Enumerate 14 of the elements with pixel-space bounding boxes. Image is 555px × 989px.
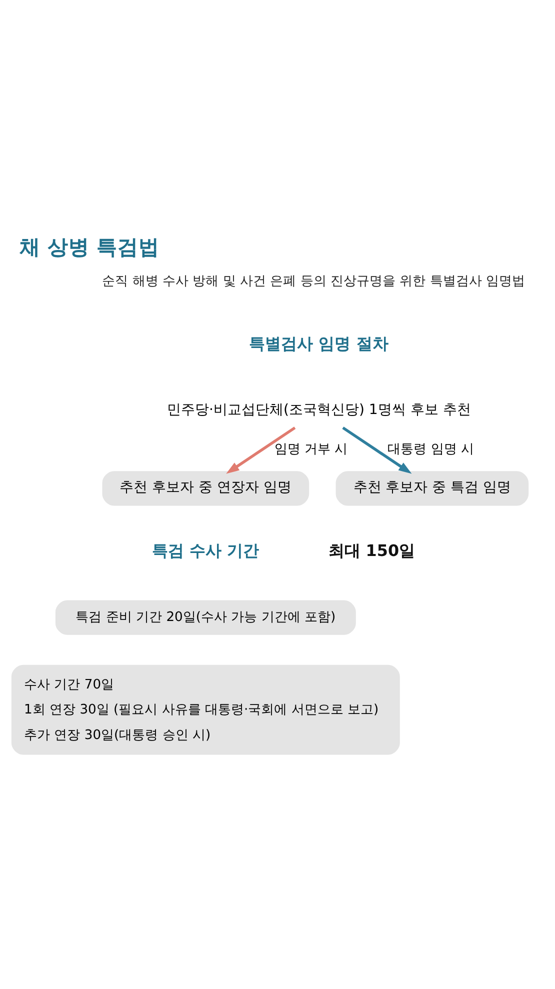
node-box: 수사 기간 70일 1회 연장 30일 (필요시 사유를 대통령·국회에 서면으로 보고) 추가 연장 30일(대통령 승인 시) bbox=[11, 664, 400, 755]
label: 순직 해병 수사 방해 및 사건 은폐 등의 진상규명을 위한 특별검사 임명법 bbox=[102, 274, 526, 290]
node-box: 추천 후보자 중 특검 임명 bbox=[336, 471, 529, 506]
node-box: 추천 후보자 중 연장자 임명 bbox=[102, 471, 310, 506]
label: 특별검사 임명 절차 bbox=[249, 334, 388, 354]
edge-label: 대통령 임명 시 bbox=[388, 442, 474, 458]
label: 특검 수사 기간 bbox=[152, 540, 259, 560]
diagram-title: 채 상병 특검법 bbox=[19, 235, 160, 260]
node-text: 민주당·비교섭단체(조국혁신당) 1명씩 후보 추천 bbox=[167, 402, 471, 418]
node-box: 특검 준비 기간 20일(수사 가능 기간에 포함) bbox=[55, 600, 356, 635]
label: 최대 150일 bbox=[328, 540, 416, 560]
arrow bbox=[342, 426, 412, 474]
edge-label: 임명 거부 시 bbox=[274, 442, 348, 458]
arrow bbox=[226, 426, 296, 474]
